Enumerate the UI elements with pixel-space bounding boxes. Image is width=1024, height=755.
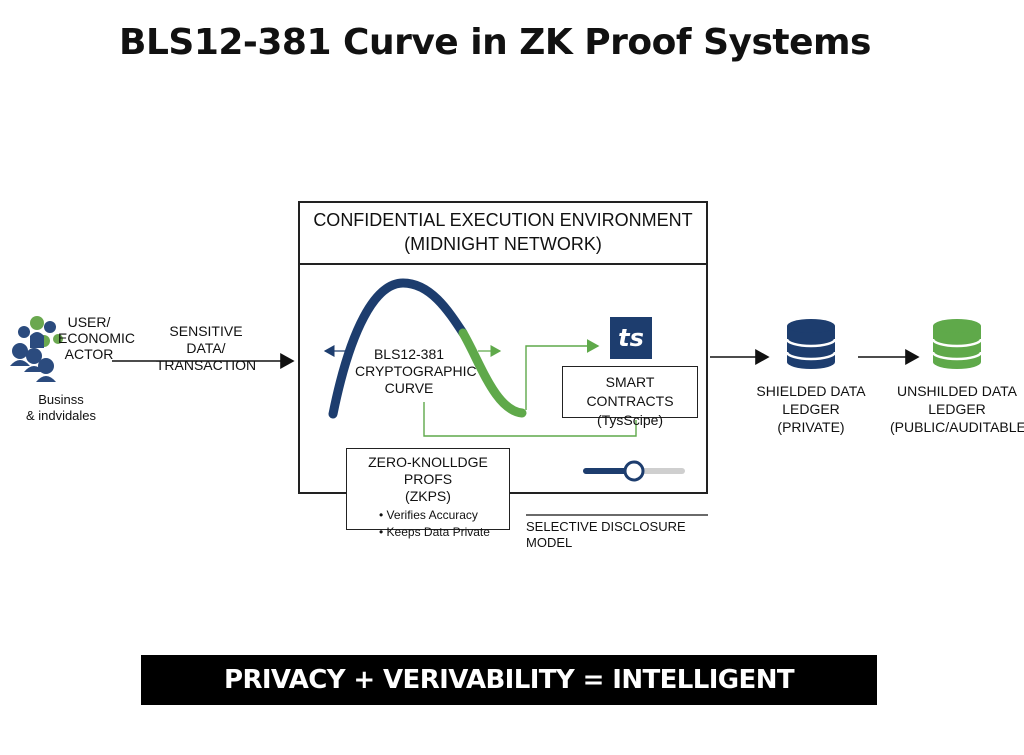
curve-label-line: CRYPTOGRAPHIC [355, 363, 477, 379]
zk-proofs-item: Verifies Accuracy [379, 507, 509, 524]
unshielded-ledger-label-line: LEDGER [928, 401, 986, 417]
input-arrow-label-line: TRANSACTION [155, 357, 257, 373]
smart-contracts-label-line: SMART CONTRACTS [586, 374, 674, 409]
curve-label-line: BLS12-381 [373, 346, 445, 362]
actor-sublabel: Businss & indvidales [16, 392, 106, 424]
unshielded-ledger-label-line: (PUBLIC/AUDITABLE) [890, 419, 1024, 435]
unshielded-database-icon [931, 319, 983, 369]
actor-label-line: USER/ [67, 314, 111, 330]
disclosure-slider[interactable] [583, 460, 685, 482]
bottom-banner: PRIVACY + VERIVABILITY = INTELLIGENT BLO… [141, 655, 877, 745]
smart-contracts-box: SMART CONTRACTS (TysScipe) [562, 366, 698, 428]
shielded-ledger-label-line: (PRIVATE) [777, 419, 845, 435]
green-connector-bottom [423, 402, 637, 437]
zk-proofs-title-line: (ZKPS) [405, 488, 451, 504]
zk-proofs-title: ZERO-KNOLLDGE PROFS (ZKPS) [347, 454, 509, 505]
actor-label-line: ACTOR [64, 346, 114, 362]
curve-label: BLS12-381 CRYPTOGRAPHIC CURVE [355, 346, 477, 397]
green-connector-to-contracts [525, 339, 600, 410]
curve-green-segment [458, 328, 527, 418]
environment-header: CONFIDENTIAL EXECUTION ENVIRONMENT (MIDN… [298, 201, 708, 265]
smart-contracts-label-line: (TysScipe) [596, 412, 664, 428]
diagram-title: BLS12-381 Curve in ZK Proof Systems [119, 22, 871, 63]
curve-blue-segment [328, 278, 468, 419]
unshielded-ledger-label: UNSHILDED DATA LEDGER (PUBLIC/AUDITABLE) [890, 382, 1024, 436]
people-group-icon [10, 316, 63, 382]
shielded-ledger-label: SHIELDED DATA LEDGER (PRIVATE) [751, 382, 871, 436]
environment-title-line: CONFIDENTIAL EXECUTION ENVIRONMENT [313, 210, 693, 230]
input-arrow-label-line: SENSITIVE DATA/ [169, 323, 243, 356]
environment-title-line: (MIDNIGHT NETWORK) [404, 234, 602, 254]
disclosure-slider-handle [623, 460, 645, 482]
shielded-ledger-label-line: SHIELDED DATA [756, 383, 866, 399]
input-arrow-label: SENSITIVE DATA/ TRANSACTION [148, 323, 264, 374]
actor-sublabel-line: Businss [38, 392, 84, 407]
disclosure-label: SELECTIVE DISCLOSURE MODEL [526, 519, 686, 550]
typescript-icon: ts [610, 317, 652, 359]
unshielded-ledger-label-line: UNSHILDED DATA [896, 383, 1018, 399]
zk-proofs-title-line: ZERO-KNOLLDGE PROFS [368, 454, 488, 487]
actor-label-line: ECONOMIC [58, 330, 135, 346]
shielded-database-icon [785, 319, 837, 369]
shielded-ledger-label-line: LEDGER [782, 401, 840, 417]
actor-label: USER/ ECONOMIC ACTOR [58, 314, 135, 362]
zk-proofs-box: ZERO-KNOLLDGE PROFS (ZKPS) Verifies Accu… [346, 448, 510, 539]
diagram-graphics [10, 278, 983, 516]
actor-sublabel-line: & indvidales [25, 408, 97, 423]
zk-proofs-item: Keeps Data Private [379, 524, 509, 541]
curve-label-line: CURVE [384, 380, 434, 396]
zk-proofs-list: Verifies Accuracy Keeps Data Private [347, 507, 509, 541]
